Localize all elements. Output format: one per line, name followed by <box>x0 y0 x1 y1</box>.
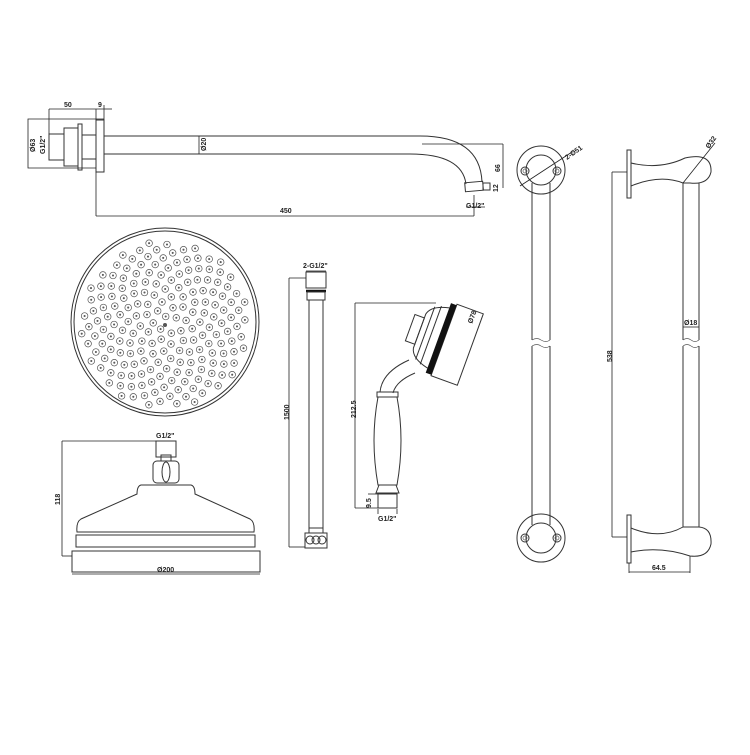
dim-pipe-diameter: Ø20 <box>201 138 208 151</box>
dim-handset-height: 212.5 <box>351 400 358 418</box>
dim-riser-length: 538 <box>607 350 614 362</box>
dim-flange-diameter: Ø63 <box>30 139 37 152</box>
dim-drop: 66 <box>495 164 502 172</box>
riser-front-drawing <box>516 145 573 563</box>
dim-riser-bracket-diameter: 2-Ø51 <box>564 145 584 162</box>
dim-riser-side-bracket-diameter: Ø32 <box>705 135 718 150</box>
dim-rose-diameter: Ø200 <box>157 567 174 574</box>
dim-handset-head-diameter: Ø78 <box>467 310 478 325</box>
handset-drawing <box>354 302 484 514</box>
hose-drawing <box>288 270 328 549</box>
dim-handset-thread: G1/2" <box>378 516 397 523</box>
rose-head-side-drawing <box>61 440 261 575</box>
dim-riser-projection: 64.5 <box>652 565 666 572</box>
dim-rose-height: 118 <box>55 494 62 505</box>
dim-flange-depth: 9 <box>98 102 102 109</box>
dim-arm-length: 450 <box>280 208 292 215</box>
dim-outlet-height: 12 <box>493 184 500 192</box>
dim-outlet-thread: G1/2" <box>466 203 485 210</box>
dim-back-length: 50 <box>64 102 72 109</box>
dim-rose-inlet-thread: G1/2" <box>156 433 175 440</box>
wall-arm-drawing <box>27 105 504 217</box>
dim-handset-connector-height: 9.5 <box>366 498 373 508</box>
dim-arm-thread: G1/2" <box>40 136 47 155</box>
dim-riser-rail-diameter: Ø18 <box>684 320 697 327</box>
riser-side-drawing <box>611 142 716 573</box>
dim-hose-threads: 2-G1/2" <box>303 263 328 270</box>
rose-head-plan-drawing <box>70 227 260 417</box>
dim-hose-length: 1500 <box>284 404 291 420</box>
